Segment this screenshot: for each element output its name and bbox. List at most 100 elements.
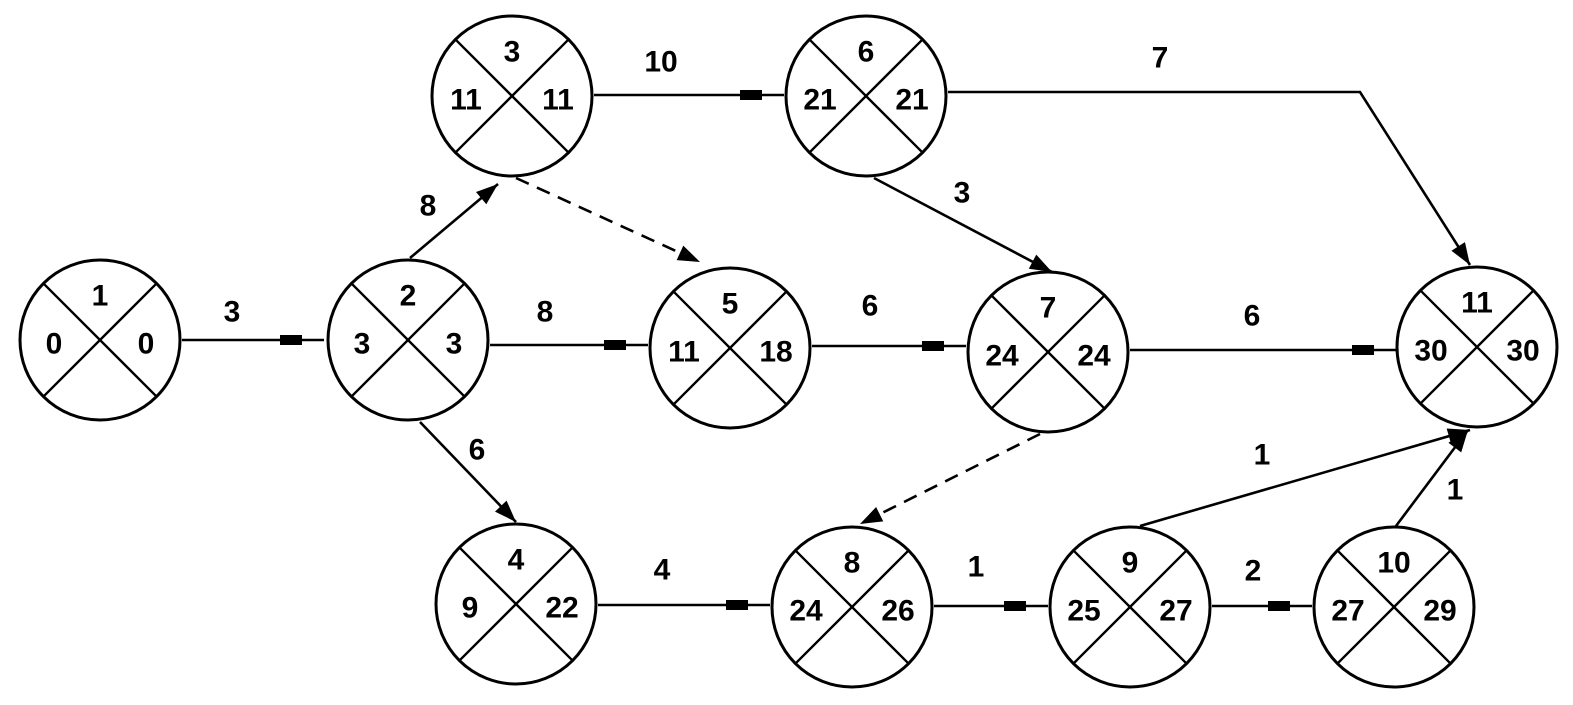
node-divider	[1072, 549, 1188, 665]
node-early-time: 24	[985, 340, 1019, 373]
edge-4-8	[598, 600, 770, 610]
edge-9-11	[1139, 428, 1471, 528]
edge-2-5	[490, 340, 648, 350]
node-number: 1	[92, 280, 109, 313]
node-early-time: 9	[462, 592, 479, 625]
node-late-time: 18	[759, 336, 792, 369]
node-late-time: 11	[542, 84, 574, 117]
arrow-head	[726, 600, 748, 610]
edges-layer	[182, 90, 1472, 611]
arrow-head	[1446, 428, 1470, 444]
node-number: 9	[1122, 547, 1139, 580]
arrow-head	[1004, 601, 1026, 611]
event-node-9: 9 25 27	[1048, 525, 1212, 689]
edge-6-7	[873, 176, 1053, 274]
arrow-head	[860, 507, 884, 524]
node-late-time: 30	[1506, 335, 1539, 368]
edge-3-5	[515, 176, 701, 264]
edge-line	[1139, 428, 1471, 528]
edge-duration-label: 1	[968, 551, 985, 584]
arrow-head	[1448, 430, 1468, 453]
edge-duration-label: 6	[1244, 300, 1261, 333]
edge-1-2	[182, 335, 324, 345]
edge-8-9	[934, 601, 1048, 611]
node-number: 10	[1377, 547, 1410, 580]
arrow-head	[1352, 345, 1374, 355]
event-node-7: 7 24 24	[966, 270, 1130, 434]
arrow-head	[604, 340, 626, 350]
node-late-time: 0	[138, 328, 155, 361]
node-divider	[458, 546, 574, 662]
arrow-head	[476, 184, 498, 205]
node-number: 5	[722, 288, 739, 321]
node-early-time: 3	[354, 328, 371, 361]
node-early-time: 30	[1414, 335, 1447, 368]
edge-duration-label: 4	[654, 554, 671, 587]
edge-duration-label: 6	[469, 434, 486, 467]
node-divider	[808, 38, 924, 154]
arrow-head	[280, 335, 302, 345]
node-number: 7	[1040, 292, 1057, 325]
node-late-time: 21	[895, 84, 928, 117]
event-node-10: 10 27 29	[1312, 525, 1476, 689]
event-node-4: 49 22	[434, 522, 598, 686]
arrow-head	[1268, 601, 1290, 611]
edge-6-11	[948, 90, 1472, 266]
node-number: 2	[400, 280, 417, 313]
node-late-time: 22	[545, 592, 578, 625]
edge-3-6	[594, 90, 784, 100]
node-divider	[1336, 549, 1452, 665]
node-number: 4	[508, 544, 525, 577]
node-divider	[794, 549, 910, 665]
edge-duration-label: 7	[1152, 42, 1169, 75]
node-early-time: 0	[46, 328, 63, 361]
edge-9-10	[1212, 601, 1312, 611]
event-node-2: 23 3	[326, 258, 490, 422]
edge-7-11	[1130, 345, 1396, 355]
event-node-8: 8 24 26	[770, 525, 934, 689]
arrow-head	[494, 500, 516, 522]
edge-duration-label: 3	[224, 296, 241, 329]
event-node-1: 10 0	[18, 258, 182, 422]
edge-2-4	[419, 421, 517, 523]
edge-duration-label: 2	[1245, 555, 1262, 588]
edge-duration-label: 8	[537, 296, 554, 329]
edge-2-3	[409, 183, 499, 259]
node-early-time: 24	[789, 595, 823, 628]
edge-duration-label: 1	[1254, 439, 1271, 472]
edge-line	[948, 90, 1472, 266]
node-divider	[42, 282, 158, 398]
node-early-time: 27	[1331, 595, 1364, 628]
node-late-time: 27	[1159, 595, 1192, 628]
node-divider	[672, 290, 788, 406]
node-divider	[454, 38, 570, 154]
node-early-time: 21	[803, 84, 836, 117]
node-number: 3	[504, 36, 521, 69]
node-early-time: 25	[1067, 595, 1100, 628]
edge-duration-label: 1	[1447, 474, 1464, 507]
node-late-time: 24	[1077, 340, 1111, 373]
node-number: 8	[844, 547, 861, 580]
node-divider	[350, 282, 466, 398]
node-late-time: 29	[1423, 595, 1456, 628]
edge-line	[419, 421, 517, 523]
edge-7-8	[859, 432, 1041, 526]
edge-duration-label: 10	[644, 46, 677, 79]
node-late-time: 26	[881, 595, 914, 628]
arrow-head	[676, 245, 700, 262]
arrow-head	[1028, 254, 1052, 272]
edge-5-7	[812, 341, 966, 351]
edge-line	[859, 432, 1041, 526]
edge-duration-label: 8	[420, 190, 437, 223]
edge-10-11	[1394, 429, 1470, 527]
node-late-time: 3	[446, 328, 463, 361]
edge-duration-label: 6	[862, 290, 879, 323]
edge-line	[515, 176, 701, 264]
arrow-head	[740, 90, 762, 100]
